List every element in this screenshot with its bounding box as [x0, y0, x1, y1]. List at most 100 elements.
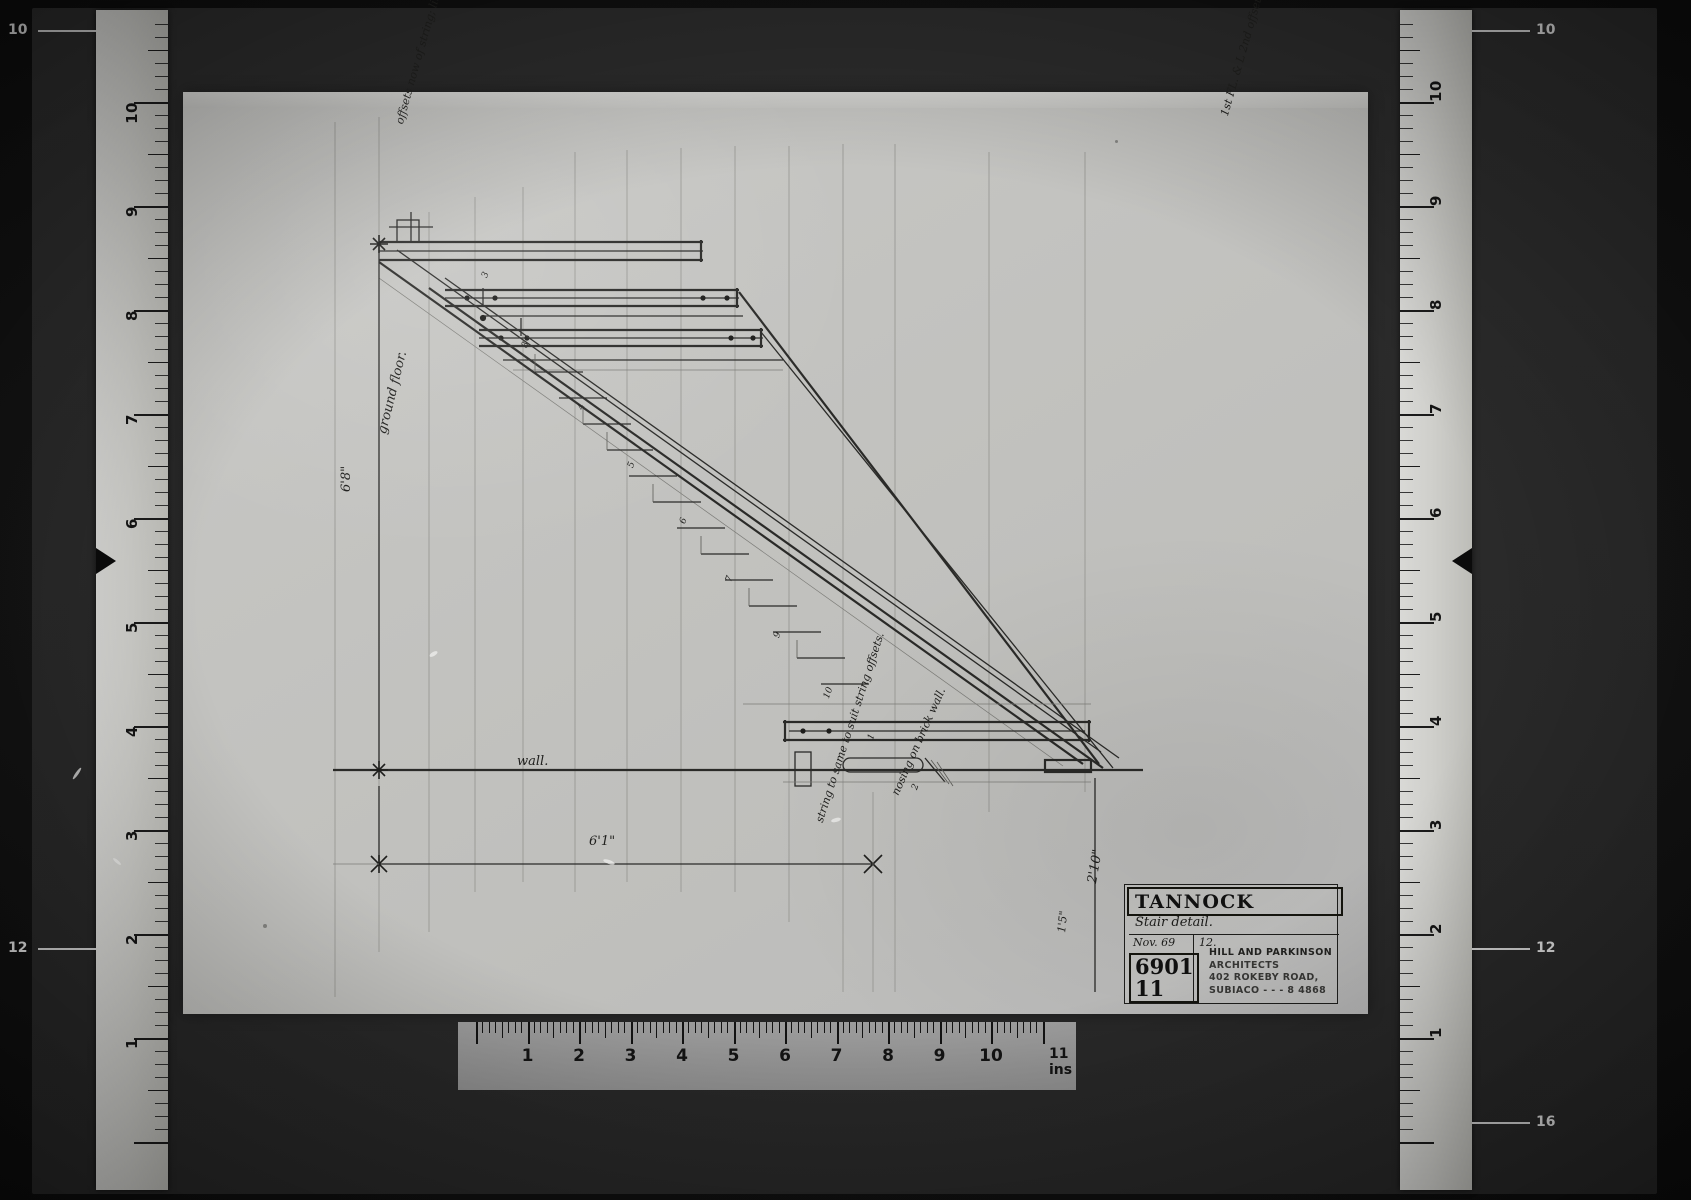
ruler-tick: [1400, 37, 1413, 38]
scale-number: 7: [830, 1046, 843, 1066]
scale-tick: [701, 1022, 703, 1033]
scale-tick: [559, 1022, 561, 1033]
scale-tick: [791, 1022, 793, 1033]
scale-tick: [785, 1022, 787, 1044]
ruler-number: 9: [1427, 195, 1445, 206]
dust-speck: [1115, 140, 1118, 143]
ruler-tick: [1400, 999, 1413, 1000]
ruler-tick: [155, 1012, 168, 1013]
ruler-tick: [148, 154, 168, 155]
fixing-dots: [464, 295, 756, 341]
ruler-tick: [1400, 362, 1420, 363]
ruler-tick: [1400, 154, 1420, 155]
ruler-tick: [155, 492, 168, 493]
scale-tick: [778, 1022, 780, 1033]
scale-tick: [772, 1022, 774, 1033]
ruler-tick: [155, 167, 168, 168]
scale-tick: [591, 1022, 593, 1033]
stringers: [378, 249, 1120, 769]
architect-discipline: ARCHITECTS: [1209, 959, 1280, 971]
ruler-tick: [1400, 544, 1413, 545]
ruler-tick: [1400, 518, 1434, 520]
ruler-tick: [155, 297, 168, 298]
scale-tick: [765, 1022, 767, 1033]
scale-tick: [636, 1022, 638, 1033]
ruler-number: 5: [123, 622, 141, 633]
ruler-tick: [1400, 219, 1413, 220]
scale-tick: [476, 1022, 478, 1044]
index-number-left-top: 10: [8, 22, 28, 38]
scale-tick: [727, 1022, 729, 1033]
ruler-tick: [1400, 128, 1413, 129]
ruler-number: 4: [1427, 715, 1445, 726]
ruler-number: 1: [1427, 1027, 1445, 1038]
scale-tick: [707, 1022, 709, 1038]
scale-tick: [643, 1022, 645, 1033]
scale-tick: [501, 1022, 503, 1038]
ruler-tick: [1400, 856, 1413, 857]
tread-nosings: [482, 288, 869, 685]
ruler-tick: [1400, 713, 1413, 714]
index-number-left-bottom: 12: [8, 940, 28, 956]
ruler-tick: [1400, 687, 1413, 688]
ruler-tick: [155, 1025, 168, 1026]
ruler-tick: [1400, 349, 1413, 350]
ruler-tick: [155, 284, 168, 285]
ruler-tick: [155, 635, 168, 636]
scale-number: 8: [882, 1046, 894, 1066]
drawing-subtitle: Stair detail.: [1129, 915, 1339, 935]
scale-tick: [746, 1022, 748, 1033]
ruler-tick: [155, 89, 168, 90]
ruler-tick: [1400, 375, 1413, 376]
ruler-tick: [155, 648, 168, 649]
scale-tick: [598, 1022, 600, 1033]
scale-tick: [907, 1022, 909, 1033]
ruler-tick: [1400, 609, 1413, 610]
scale-tick: [984, 1022, 986, 1033]
scale-tick: [624, 1022, 626, 1033]
scale-tick: [752, 1022, 754, 1033]
ruler-tick: [1400, 869, 1413, 870]
ruler-tick: [155, 960, 168, 961]
ruler-tick: [1400, 310, 1434, 312]
ruler-number: 1: [123, 1038, 141, 1049]
index-number-right-mid: 12: [1536, 940, 1556, 956]
ruler-tick: [155, 661, 168, 662]
ruler-tick: [1400, 622, 1434, 624]
scale-tick: [894, 1022, 896, 1033]
scale-tick: [656, 1022, 658, 1038]
scale-tick: [521, 1022, 523, 1033]
index-hairline-right-top: [1472, 30, 1530, 32]
ruler-tick: [155, 817, 168, 818]
scale-tick: [682, 1022, 684, 1044]
ruler-tick: [1400, 531, 1413, 532]
ruler-tick: [1400, 1038, 1434, 1040]
ruler-tick: [1400, 1116, 1413, 1117]
scale-tick: [566, 1022, 568, 1033]
ruler-tick: [1400, 1090, 1420, 1091]
ruler-tick: [155, 440, 168, 441]
ruler-tick: [155, 609, 168, 610]
label-wall: wall.: [517, 754, 549, 769]
ruler-tick: [1400, 700, 1413, 701]
ruler-tick: [1400, 882, 1420, 883]
ruler-tick: [1400, 505, 1413, 506]
ruler-tick: [1400, 466, 1420, 467]
scale-number: 5: [727, 1046, 740, 1066]
scale-tick: [997, 1022, 999, 1033]
upper-landing: [379, 212, 703, 262]
lower-landing: [783, 720, 1091, 742]
ruler-tick: [1400, 648, 1413, 649]
ruler-tick: [1400, 440, 1413, 441]
ruler-tick: [155, 1064, 168, 1065]
ruler-tick: [1400, 453, 1413, 454]
scale-tick: [514, 1022, 516, 1033]
ruler-tick: [155, 232, 168, 233]
ruler-tick: [1400, 583, 1413, 584]
ruler-number: 5: [1427, 611, 1445, 622]
scale-tick: [739, 1022, 741, 1033]
ruler-tick: [155, 505, 168, 506]
scale-tick: [1042, 1022, 1045, 1044]
ruler-tick: [155, 843, 168, 844]
